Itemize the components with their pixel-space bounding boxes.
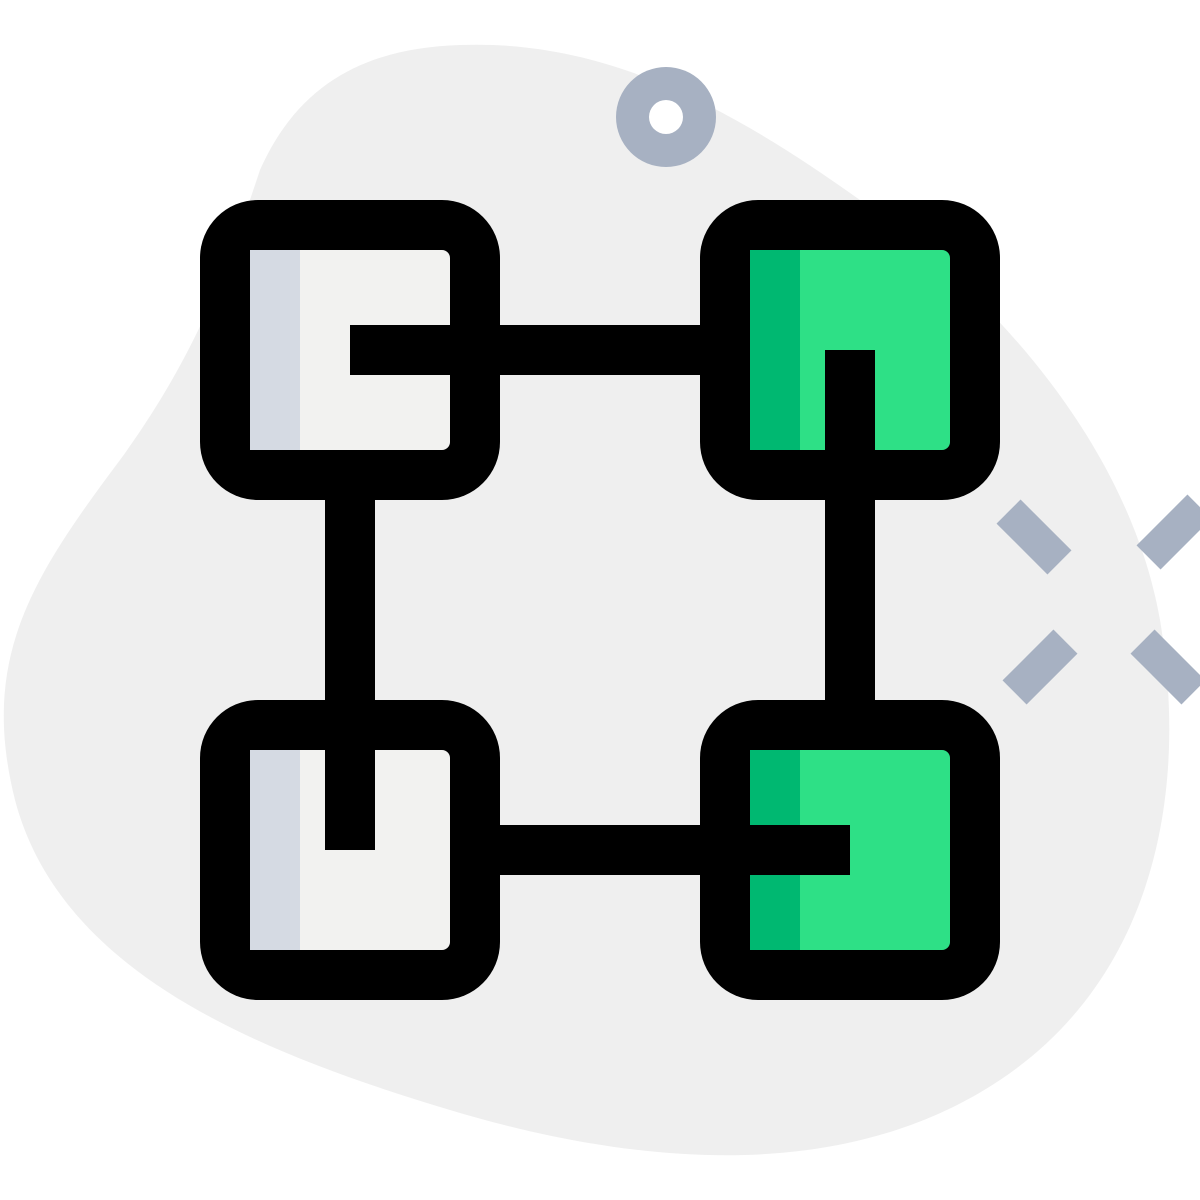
block-node [200, 700, 500, 1000]
block-shade-edge [250, 250, 258, 450]
decor-sparkle-icon [996, 494, 1200, 705]
block-shade [250, 250, 300, 450]
block-shade-edge [250, 750, 258, 950]
chain-link [350, 325, 700, 375]
decor-ring-hole [649, 100, 683, 134]
block-shade [750, 250, 800, 450]
block-shade-edge [750, 250, 758, 450]
block-shade [250, 750, 300, 950]
background-blob [3, 44, 1170, 1156]
chain-link [325, 500, 375, 850]
chain-link [500, 825, 850, 875]
chain-link [825, 350, 875, 700]
